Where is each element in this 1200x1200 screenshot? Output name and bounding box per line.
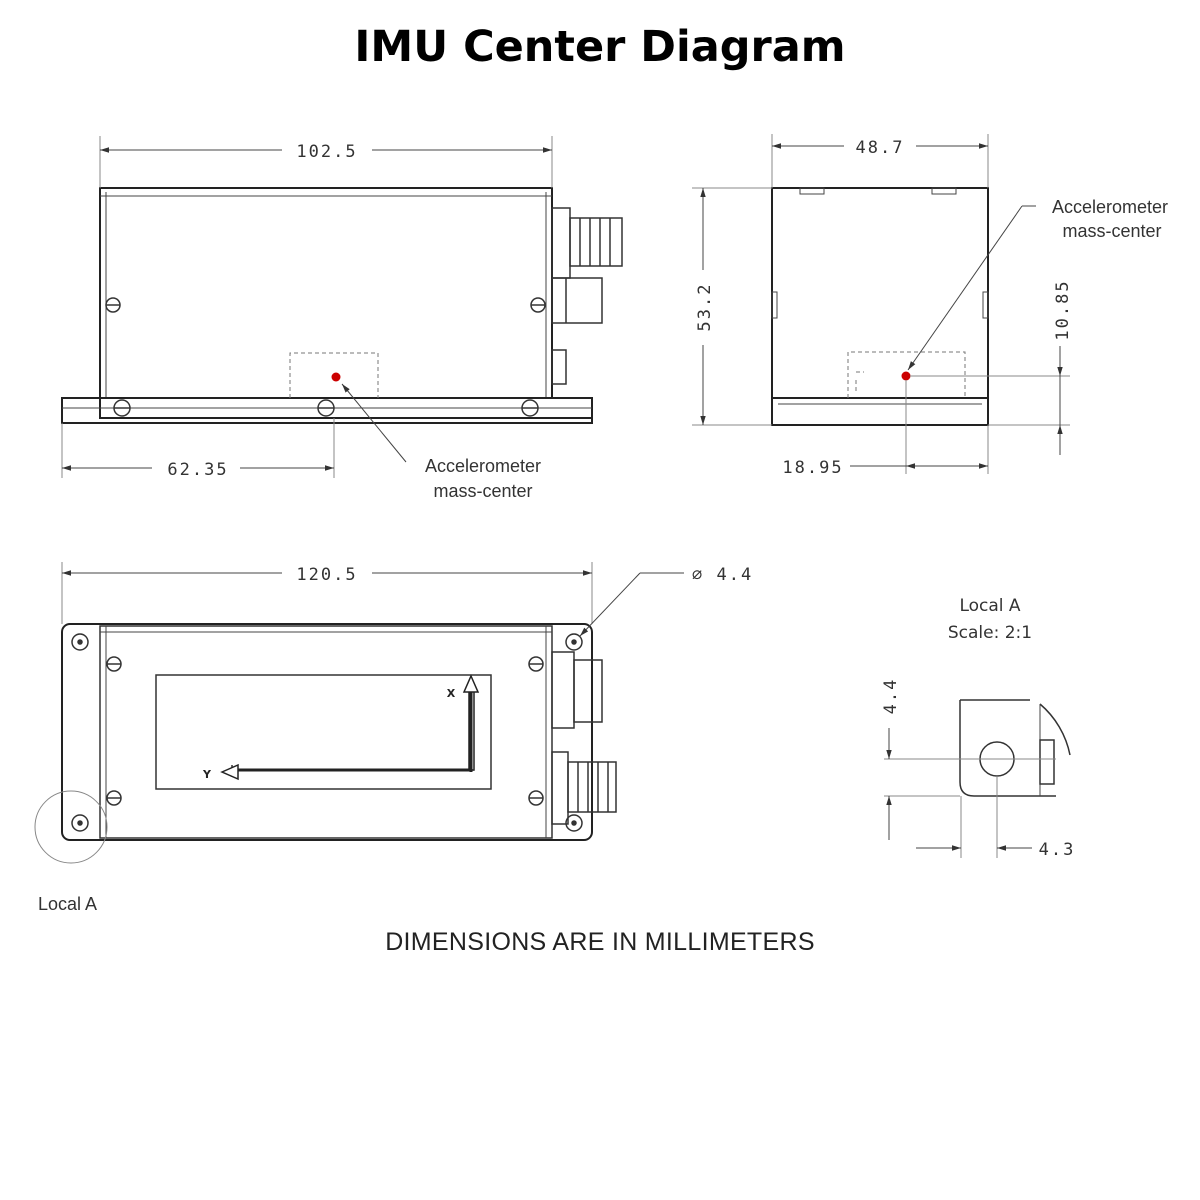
mass-center-marker: [331, 372, 341, 382]
x-axis-label: X: [447, 687, 456, 700]
detail-title: Local A: [959, 596, 1020, 616]
side-view-body: [99, 187, 553, 399]
detail-reference-label: Local A: [38, 894, 97, 914]
screw-icon: [106, 656, 544, 806]
diagram-title: IMU Center Diagram: [354, 22, 846, 72]
connector-icon: [551, 207, 623, 385]
side-offset-dimension: 62.35: [167, 460, 228, 480]
end-width-dimension: 48.7: [856, 138, 905, 158]
y-axis-label: Y: [202, 768, 212, 781]
side-callout-line1: Accelerometer: [425, 456, 541, 476]
top-view-body: [99, 625, 553, 839]
end-callout-line1: Accelerometer: [1052, 197, 1168, 217]
top-length-dimension: 120.5: [296, 565, 357, 585]
top-view-base: [61, 623, 593, 841]
units-note: DIMENSIONS ARE IN MILLIMETERS: [385, 928, 815, 956]
end-callout-line2: mass-center: [1062, 221, 1161, 241]
side-view: 102.5 62.35 Accelerometer mass-center: [61, 136, 623, 501]
end-view-body: [771, 187, 989, 399]
end-height-dimension: 53.2: [695, 283, 715, 332]
side-callout-line2: mass-center: [433, 481, 532, 501]
label-panel: [155, 674, 492, 790]
end-center-height-dimension: 10.85: [1053, 279, 1073, 340]
side-width-dimension: 102.5: [296, 142, 357, 162]
end-mass-center-marker: [901, 371, 911, 381]
top-view: X Y 120.5 ∅ 4.4 Local A: [34, 562, 753, 914]
detail-circle: [34, 790, 108, 864]
hole-diameter-dimension: ∅ 4.4: [692, 565, 753, 585]
end-offset-dimension: 18.95: [782, 458, 843, 478]
screw-icon: [105, 297, 546, 417]
end-view: 48.7 53.2 10.85 18.95 Accelerometer mass…: [692, 134, 1168, 478]
mounting-hole-icon: [71, 633, 583, 832]
detail-scale: Scale: 2:1: [948, 623, 1032, 643]
axis-arrows-icon: [220, 674, 480, 781]
detail-vertical-dimension: 4.4: [881, 678, 901, 715]
end-view-base: [771, 397, 989, 426]
detail-view: Local A Scale: 2:1 4.4 4.3: [881, 596, 1076, 860]
connector-icon: [551, 651, 617, 825]
detail-horizontal-dimension: 4.3: [1039, 840, 1076, 860]
